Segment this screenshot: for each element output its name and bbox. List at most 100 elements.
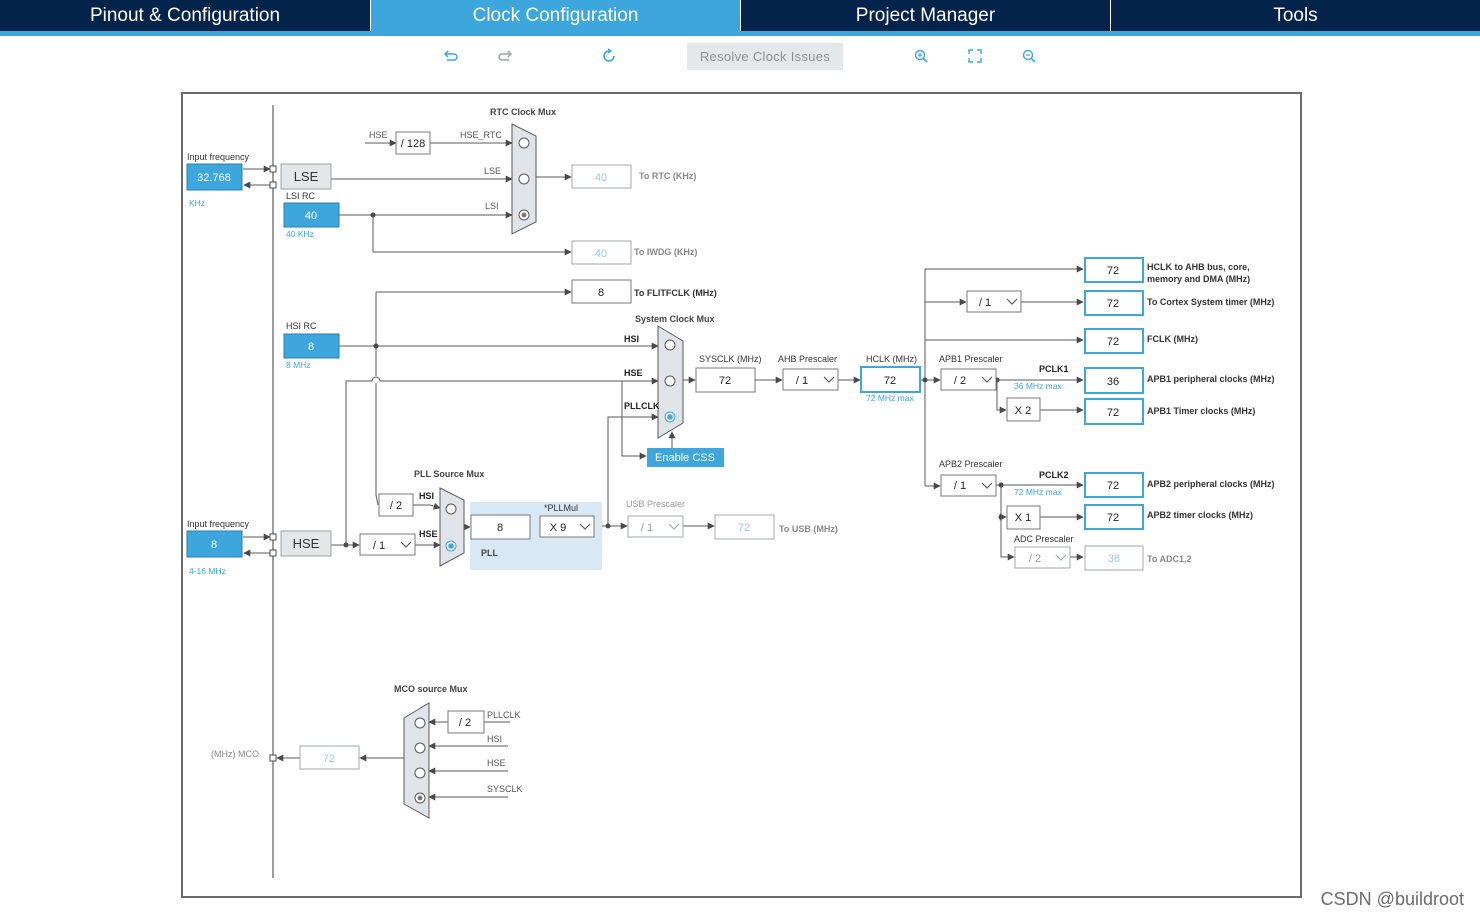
- tab-pinout-configuration[interactable]: Pinout & Configuration: [0, 0, 371, 31]
- fclk-output-box: [1084, 328, 1144, 354]
- apb1-timer-value: 72: [1107, 407, 1119, 419]
- apb1-prescaler-value: / 2: [954, 375, 966, 387]
- hse-rtc-label: HSE_RTC: [460, 130, 502, 140]
- apb2-x1-box: [1006, 505, 1041, 530]
- input-frequency-label-2: Input frequency: [187, 519, 250, 529]
- adc-divider-value: / 2: [1029, 553, 1041, 565]
- lsi-rc-box: [283, 202, 340, 228]
- sysclk-value: 72: [719, 375, 731, 387]
- pllmul-select: [539, 515, 595, 538]
- tab-project-manager[interactable]: Project Manager: [741, 0, 1111, 31]
- lse-label: LSE: [294, 169, 319, 184]
- rtc-output-value: 40: [595, 172, 607, 184]
- mco-hsi-label: HSI: [487, 734, 502, 744]
- div128-value: / 128: [401, 138, 425, 150]
- mco-label: (MHz) MCO: [211, 749, 259, 759]
- pll-hse-label: HSE: [419, 529, 438, 539]
- refresh-icon[interactable]: [599, 46, 619, 66]
- apb2-x1-value: X 1: [1015, 512, 1032, 524]
- redo-icon[interactable]: [495, 46, 515, 66]
- cortex-output-value: 72: [1107, 298, 1119, 310]
- white-boxes[interactable]: [299, 131, 1144, 770]
- bus-ports: [269, 165, 277, 762]
- hclk-output-box: [1084, 257, 1144, 283]
- hclk-label: HCLK (MHz): [866, 354, 917, 364]
- lsi-unit-label: 40 KHz: [286, 229, 314, 239]
- tab-tools[interactable]: Tools: [1273, 5, 1318, 26]
- hclk-max-label: 72 MHz max: [866, 393, 914, 403]
- zoom-out-icon[interactable]: [1019, 46, 1039, 66]
- oscillator-boxes[interactable]: [280, 163, 332, 557]
- iwdg-output-box: [571, 240, 632, 265]
- fit-screen-icon[interactable]: [965, 46, 985, 66]
- div128-box: [395, 131, 431, 155]
- sysclk-box: [695, 367, 756, 393]
- lse-frequency-value: 32.768: [197, 172, 231, 184]
- mco-radio-pllclk: [414, 717, 426, 729]
- apb1-prescaler-label: APB1 Prescaler: [939, 354, 1003, 364]
- hse-box: [280, 530, 332, 557]
- resolve-clock-issues-button[interactable]: Resolve Clock Issues: [687, 43, 843, 70]
- to-iwdg-label: To IWDG (KHz): [634, 247, 697, 257]
- apb2-prescaler-select: [940, 474, 997, 497]
- tab-clock-configuration[interactable]: Clock Configuration: [371, 0, 741, 31]
- sysclk-label: SYSCLK (MHz): [699, 354, 762, 364]
- pclk1-label: PCLK1: [1039, 364, 1069, 374]
- mco-source-mux: [403, 702, 430, 819]
- zoom-in-icon[interactable]: [911, 46, 931, 66]
- hse-prediv-value: / 1: [373, 540, 385, 552]
- ahb-prescaler-label: AHB Prescaler: [778, 354, 837, 364]
- lsi-value: 40: [305, 210, 317, 222]
- pll-source-mux: [439, 487, 465, 567]
- watermark: CSDN @buildroot: [1320, 889, 1464, 909]
- sysclk-mux-label: System Clock Mux: [635, 314, 715, 324]
- source-boxes[interactable]: [186, 163, 340, 558]
- tab-underline: [0, 31, 1480, 36]
- pll-src-mux-label: PLL Source Mux: [414, 469, 484, 479]
- to-adc-label: To ADC1,2: [1147, 554, 1192, 564]
- pll-label: PLL: [481, 548, 499, 558]
- usb-prescaler-label: USB Prescaler: [626, 499, 685, 509]
- hse-frequency-value: 8: [211, 539, 217, 551]
- lse-box: [280, 163, 332, 190]
- pllmul-value: X 9: [550, 522, 567, 534]
- hsi-rc-box: [283, 333, 340, 359]
- apb2-timer-value: 72: [1107, 512, 1119, 524]
- undo-icon[interactable]: [441, 46, 461, 66]
- pll-input-box: [470, 514, 531, 540]
- rtc-lse-label: LSE: [484, 166, 501, 176]
- mco-sysclk-label: SYSCLK: [487, 784, 523, 794]
- highlight-boxes[interactable]: [860, 257, 1144, 530]
- mco-hse-label: HSE: [487, 758, 506, 768]
- apb2-timer-output-box: [1084, 504, 1144, 530]
- cortex-output-label: To Cortex System timer (MHz): [1147, 297, 1274, 307]
- pll-div2-box: [378, 493, 414, 517]
- adc-output-box: [1084, 545, 1144, 571]
- tab-bar: Pinout & Configuration Clock Configurati…: [0, 0, 1480, 31]
- rtc-mux-label: RTC Clock Mux: [490, 107, 556, 117]
- apb2-peripheral-output-box: [1084, 472, 1144, 498]
- rtc-lsi-label: LSI: [485, 201, 499, 211]
- usb-prescaler-select: [627, 515, 684, 538]
- cortex-output-box: [1084, 290, 1144, 316]
- pll-div2-value: / 2: [390, 500, 402, 512]
- sys-hsi-label: HSI: [624, 334, 639, 344]
- lse-frequency-input: [186, 163, 243, 191]
- hsi-value: 8: [308, 341, 314, 353]
- to-usb-label: To USB (MHz): [779, 524, 838, 534]
- enable-css-button[interactable]: [647, 448, 724, 467]
- flitfclk-output-box: [571, 279, 632, 304]
- cortex-divider-value: / 1: [979, 297, 991, 309]
- pll-input-value: 8: [497, 522, 503, 534]
- hclk-output-value: 72: [1107, 265, 1119, 277]
- apb1-prescaler-select: [940, 368, 997, 391]
- pclk2-label: PCLK2: [1039, 470, 1069, 480]
- rtc-radio-hse: [518, 137, 530, 149]
- pll-radio-hsi: [445, 503, 457, 515]
- iwdg-output-value: 40: [595, 248, 607, 260]
- hclk-output-label-2: memory and DMA (MHz): [1147, 274, 1250, 284]
- rtc-output-box: [571, 164, 632, 189]
- sys-radio-hse: [664, 375, 676, 387]
- pllmul-label: *PLLMul: [544, 503, 578, 513]
